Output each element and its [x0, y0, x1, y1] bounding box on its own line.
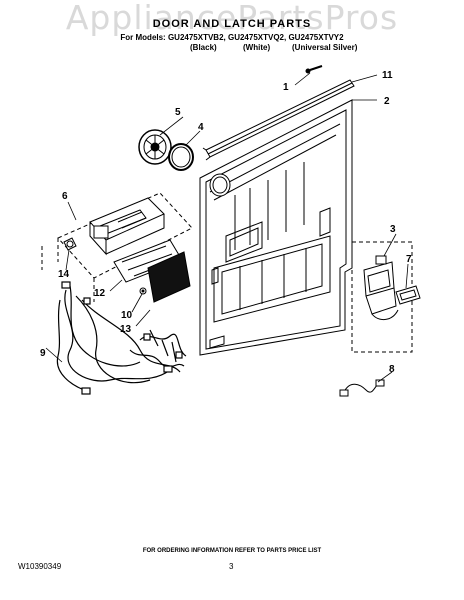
callout-2: 2 — [384, 96, 390, 107]
part-10-insulation-pad — [147, 251, 191, 303]
color-label-white: (White) — [243, 43, 271, 52]
callout-4: 4 — [198, 122, 204, 133]
part-14-knob — [63, 237, 77, 251]
callout-7: 7 — [406, 254, 412, 265]
part-6-group-outline — [41, 192, 193, 302]
page-title: DOOR AND LATCH PARTS — [152, 18, 312, 30]
callout-1: 1 — [283, 82, 289, 93]
part-3-latch-assembly — [363, 255, 399, 320]
part-1-screw — [305, 65, 323, 74]
color-label-silver: (Universal Silver) — [292, 43, 358, 52]
part-5-vent-assembly — [138, 129, 172, 165]
part-11-door-gasket-strip — [202, 79, 355, 161]
callout-9: 9 — [40, 348, 46, 359]
part-7-latch-keeper — [395, 285, 421, 305]
part-9-wire-harness — [56, 281, 187, 395]
watermark-text: AppliancePartsPros — [65, 0, 399, 37]
callout-6: 6 — [62, 191, 68, 202]
callout-5: 5 — [175, 107, 181, 118]
part-13-screw — [139, 287, 147, 295]
part-4-o-ring — [168, 143, 194, 171]
document-number: W10390349 — [18, 562, 62, 571]
part-2-inner-door-panel — [199, 99, 353, 356]
callout-3: 3 — [390, 224, 396, 235]
callout-8: 8 — [389, 364, 395, 375]
callout-12: 12 — [94, 288, 106, 299]
color-label-black: (Black) — [190, 43, 217, 52]
model-list: For Models: GU2475XTVB2, GU2475XTVQ2, GU… — [120, 33, 344, 42]
callout-14: 14 — [58, 269, 70, 280]
callout-10: 10 — [121, 310, 133, 321]
leader-lines — [45, 72, 409, 383]
callout-13: 13 — [120, 324, 132, 335]
part-8-door-switch-wire — [339, 379, 385, 397]
ordering-note: FOR ORDERING INFORMATION REFER TO PARTS … — [142, 548, 322, 554]
callout-labels: 1 2 3 4 5 6 7 8 9 10 11 12 13 14 — [40, 70, 412, 375]
page-number: 3 — [229, 562, 234, 571]
part-6-dispenser-assembly — [89, 197, 165, 256]
callout-11: 11 — [382, 70, 393, 81]
part-3-group-outline — [351, 241, 413, 353]
